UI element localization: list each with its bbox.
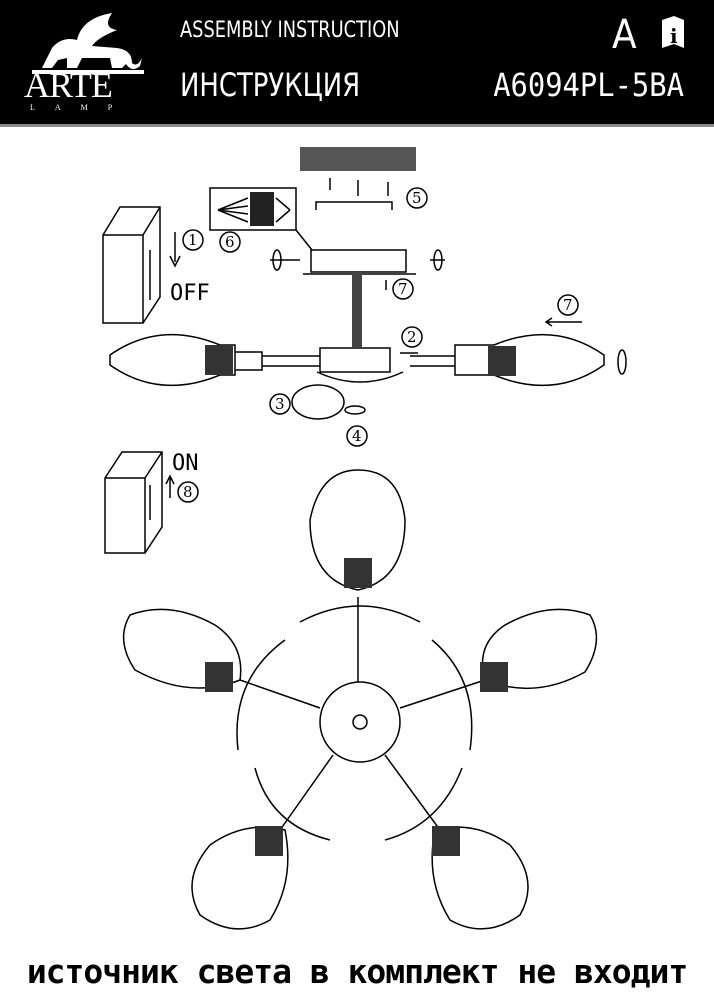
header: ARTE LAMP ASSEMBLY INSTRUCTION ИНСТРУКЦИ… bbox=[0, 0, 714, 127]
shade-top bbox=[309, 469, 406, 591]
lion-logo-icon bbox=[32, 13, 144, 74]
terminal-block bbox=[250, 192, 274, 226]
step-5-badge bbox=[406, 187, 428, 209]
threaded-rod bbox=[352, 272, 362, 347]
step-4-label: 4 bbox=[352, 427, 362, 445]
brand-logo-text: ARTE bbox=[24, 65, 113, 105]
chandelier-top-view bbox=[122, 469, 598, 930]
mounting-bracket bbox=[315, 201, 393, 210]
step-3-label: 3 bbox=[275, 395, 285, 413]
manual-info-icon: i bbox=[662, 16, 684, 48]
title-english: ASSEMBLY INSTRUCTION bbox=[180, 18, 400, 43]
brand-sub-text: LAMP bbox=[30, 103, 133, 112]
shade-right bbox=[481, 608, 598, 690]
step-7b-label: 7 bbox=[563, 296, 573, 314]
step-6-badge bbox=[219, 231, 241, 253]
hub-side bbox=[319, 347, 391, 373]
step-5-label: 5 bbox=[412, 189, 422, 207]
step-7-label: 7 bbox=[398, 280, 408, 298]
step-1-label: 1 bbox=[188, 231, 198, 249]
step-2-label: 2 bbox=[407, 328, 417, 346]
step-6-label: 6 bbox=[225, 233, 235, 251]
ceiling-block bbox=[300, 147, 416, 171]
screws bbox=[329, 178, 389, 196]
model-number: A6094PL-5BA bbox=[493, 66, 684, 104]
step-8-label: 8 bbox=[183, 483, 193, 501]
footer-note: источник света в комплект не входит bbox=[26, 952, 688, 991]
svg-text:i: i bbox=[670, 24, 678, 48]
center-hub bbox=[319, 681, 401, 763]
shade-right-side bbox=[454, 333, 605, 387]
on-label: ON bbox=[172, 451, 199, 476]
shade-left-side bbox=[109, 333, 236, 387]
off-label: OFF bbox=[170, 281, 210, 306]
switch-on bbox=[104, 451, 163, 554]
canopy bbox=[310, 249, 407, 273]
title-russian: ИНСТРУКЦИЯ bbox=[180, 66, 361, 104]
switch-off bbox=[102, 206, 161, 324]
language-letter: A bbox=[612, 12, 637, 58]
